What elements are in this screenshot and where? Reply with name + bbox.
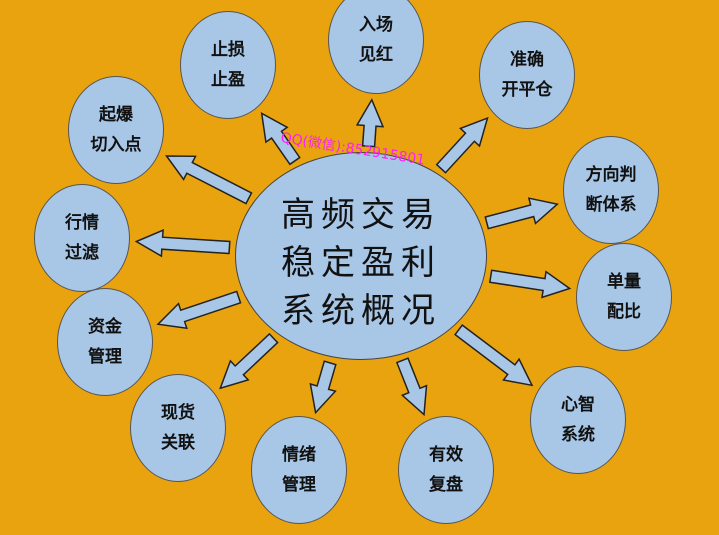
arrow-review	[395, 357, 428, 417]
node-direction: 方向判断体系	[563, 136, 659, 244]
arrow-entry	[355, 98, 385, 148]
node-open-close: 准确开平仓	[479, 21, 575, 129]
node-label: 配比	[607, 302, 641, 322]
node-breakout: 起爆切入点	[68, 76, 164, 184]
arrow-filter	[134, 229, 231, 258]
node-label: 切入点	[90, 135, 142, 155]
node-stop-loss: 止损止盈	[180, 11, 276, 119]
node-label: 单量	[607, 272, 641, 292]
node-label: 准确	[510, 50, 544, 70]
node-label: 情绪	[282, 445, 316, 465]
center-line: 高频交易	[281, 195, 441, 235]
center-line: 稳定盈利	[281, 243, 441, 283]
node-label: 见红	[359, 45, 393, 65]
arrow-capital	[156, 290, 242, 330]
arrow-breakout	[165, 155, 253, 205]
node-label: 管理	[88, 347, 122, 367]
node-label: 关联	[161, 433, 195, 453]
node-entry: 入场见红	[328, 0, 424, 94]
node-label: 断体系	[585, 195, 637, 215]
node-label: 过滤	[65, 243, 99, 263]
arrow-direction	[484, 197, 559, 230]
node-label: 入场	[359, 15, 393, 35]
node-label: 开平仓	[501, 80, 553, 100]
arrow-open-close	[435, 116, 489, 174]
node-label: 系统	[561, 425, 595, 445]
node-label: 复盘	[429, 475, 463, 495]
node-position-size: 单量配比	[576, 243, 672, 351]
node-label: 方向判	[585, 165, 637, 185]
node-label: 止损	[211, 40, 245, 60]
node-emotion: 情绪管理	[251, 416, 347, 524]
node-label: 管理	[282, 475, 316, 495]
arrow-stop-loss	[260, 112, 301, 166]
node-spot: 现货关联	[130, 374, 226, 482]
node-mindset: 心智系统	[530, 366, 626, 474]
node-label: 现货	[161, 403, 195, 423]
node-label: 心智	[561, 395, 595, 415]
center-circle: 高频交易 稳定盈利 系统概况	[235, 152, 487, 360]
arrow-spot	[219, 332, 279, 390]
node-label: 止盈	[211, 70, 245, 90]
node-label: 资金	[88, 317, 122, 337]
node-label: 起爆	[99, 105, 133, 125]
arrow-emotion	[309, 360, 337, 415]
node-capital: 资金管理	[57, 288, 153, 396]
arrow-position-size	[488, 269, 572, 299]
node-label: 行情	[65, 213, 99, 233]
node-review: 有效复盘	[398, 416, 494, 524]
center-line: 系统概况	[281, 291, 441, 331]
node-label: 有效	[429, 445, 463, 465]
arrow-mindset	[454, 324, 534, 387]
node-filter: 行情过滤	[34, 184, 130, 292]
